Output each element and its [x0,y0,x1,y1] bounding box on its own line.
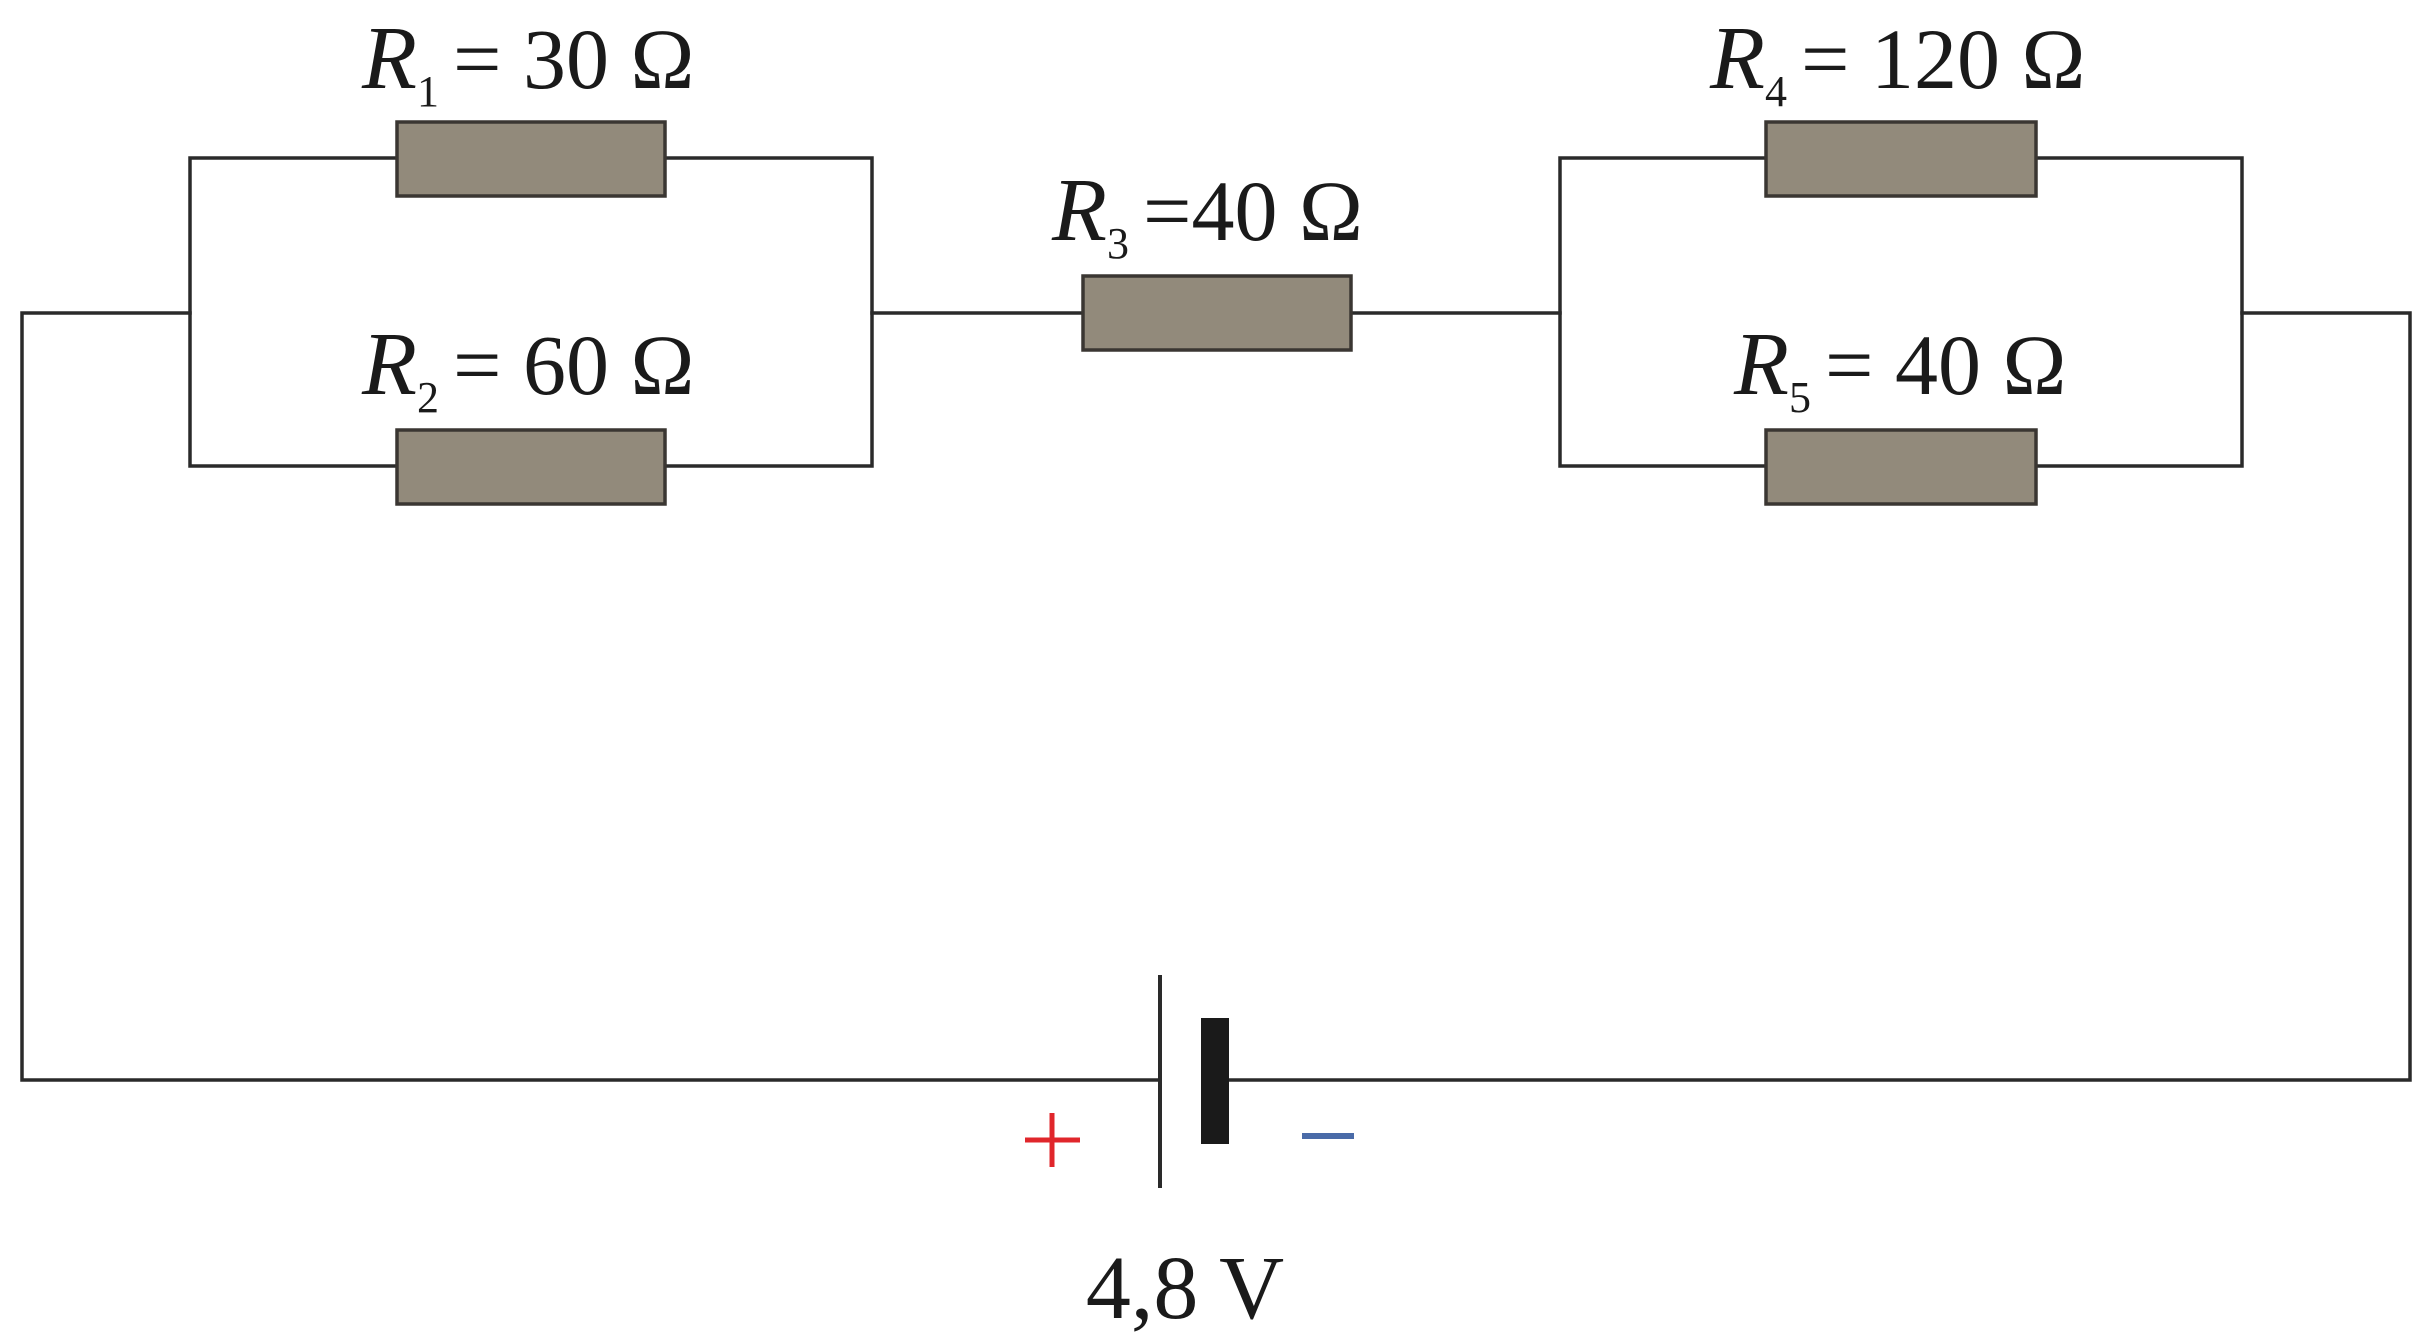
label-r3-value: =40 Ω [1143,163,1363,259]
label-r4-symbol: R [1709,9,1765,108]
label-r1-value: = 30 Ω [453,11,694,107]
label-r3-symbol: R [1051,161,1107,260]
wire-left-top [188,156,399,468]
label-r5-symbol: R [1733,315,1789,414]
label-r4: R4 = 120 Ω [1709,9,2085,116]
label-r2-value: = 60 Ω [453,317,694,413]
battery-negative-plate [1201,1018,1229,1144]
resistor-r2 [395,428,667,506]
label-r5: R5 = 40 Ω [1733,315,2066,422]
label-r3-sub: 3 [1107,219,1129,268]
label-r4-value: = 120 Ω [1801,11,2085,107]
label-r5-sub: 5 [1789,373,1811,422]
wire-right-right [2034,156,2244,468]
label-r2-symbol: R [361,315,417,414]
label-r4-sub: 4 [1765,67,1787,116]
label-r3: R3 =40 Ω [1051,161,1363,268]
wire-right-outer [1226,311,2412,1082]
wire-right-left [1558,156,1768,468]
wire-left-outer [20,311,1162,1082]
wire-left-right-top [663,156,874,468]
resistor-r3 [1081,274,1353,352]
wires [20,156,2412,1082]
label-r2: R2 = 60 Ω [361,315,694,422]
resistor-r1 [395,120,667,198]
battery-voltage-label: 4,8 V [1086,1239,1284,1338]
label-r1-sub: 1 [417,67,439,116]
plus-sign-icon [1025,1113,1080,1167]
resistor-r5 [1764,428,2038,506]
label-r1-symbol: R [361,9,417,108]
label-r2-sub: 2 [417,373,439,422]
resistor-r4 [1764,120,2038,198]
battery [1158,975,1229,1188]
label-r1: R1 = 30 Ω [361,9,694,116]
label-r5-value: = 40 Ω [1825,317,2066,413]
